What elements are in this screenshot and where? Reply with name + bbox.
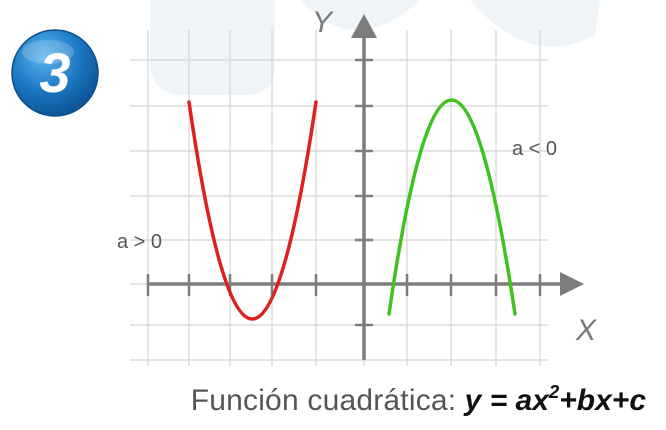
label-a-negative: a < 0 [512,138,557,160]
label-a-positive: a > 0 [117,231,162,253]
x-axis-label: X [575,314,597,347]
axes [146,14,584,360]
grid-lines [130,30,548,366]
caption-formula: y = ax2+bx+c [464,380,646,417]
formula-lhs: y = ax [464,384,549,417]
x-axis-arrow [560,272,584,296]
formula-rhs: +bx+c [559,384,646,417]
parabola-opening-up [187,100,318,321]
caption-label: Función cuadrática: [190,384,457,417]
badge-number: 3 [39,41,70,104]
y-axis-arrow [351,14,377,38]
number-badge: 3 [11,29,99,117]
formula-exponent: 2 [548,380,560,402]
caption: Función cuadrática: y = ax2+bx+c [0,380,646,418]
parabola-opening-down [387,98,517,316]
axis-ticks [146,58,542,327]
y-axis-label: Y [312,6,334,39]
